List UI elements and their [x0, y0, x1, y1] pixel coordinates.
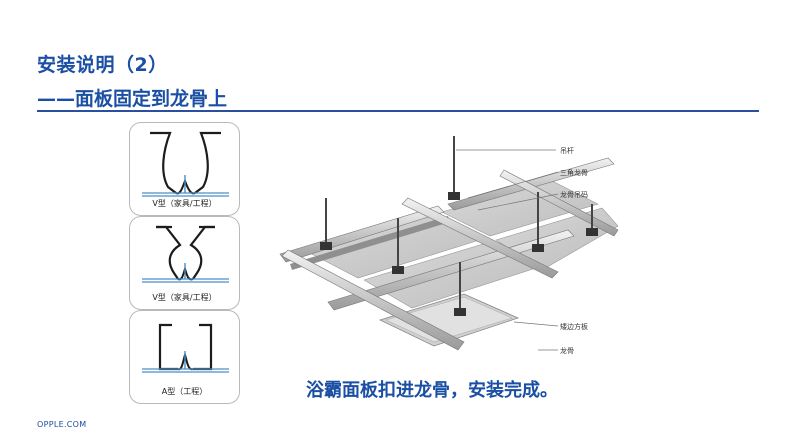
completion-tagline: 浴霸面板扣进龙骨，安装完成。 [306, 380, 558, 401]
profile-card-v1: V型（家具/工程） [129, 122, 240, 216]
v-profile-diagram [142, 131, 229, 197]
callout-keel-hanger: 龙骨吊码 [560, 191, 588, 199]
title-divider [37, 110, 759, 112]
callout-rod: 吊杆 [560, 147, 574, 155]
footer-brand: OPPLE.COM [37, 420, 87, 429]
callout-keel: 龙骨 [560, 347, 574, 355]
callout-triangle-keel: 三角龙骨 [560, 169, 588, 177]
profile-caption: A型（工程） [161, 387, 208, 396]
v-profile-diagram [142, 225, 229, 283]
ceiling-grid-illustration [279, 136, 619, 351]
profile-card-v2: V型（家具/工程） [129, 216, 240, 310]
page-subtitle: ——面板固定到龙骨上 [37, 88, 228, 110]
a-profile-diagram [142, 323, 229, 373]
profile-card-a: A型（工程） [129, 310, 240, 404]
profile-caption: V型（家具/工程） [152, 199, 217, 208]
profile-caption: V型（家具/工程） [152, 293, 217, 302]
callout-edge-panel: 矮边方板 [560, 323, 588, 331]
page-title: 安装说明（2） [37, 54, 168, 76]
